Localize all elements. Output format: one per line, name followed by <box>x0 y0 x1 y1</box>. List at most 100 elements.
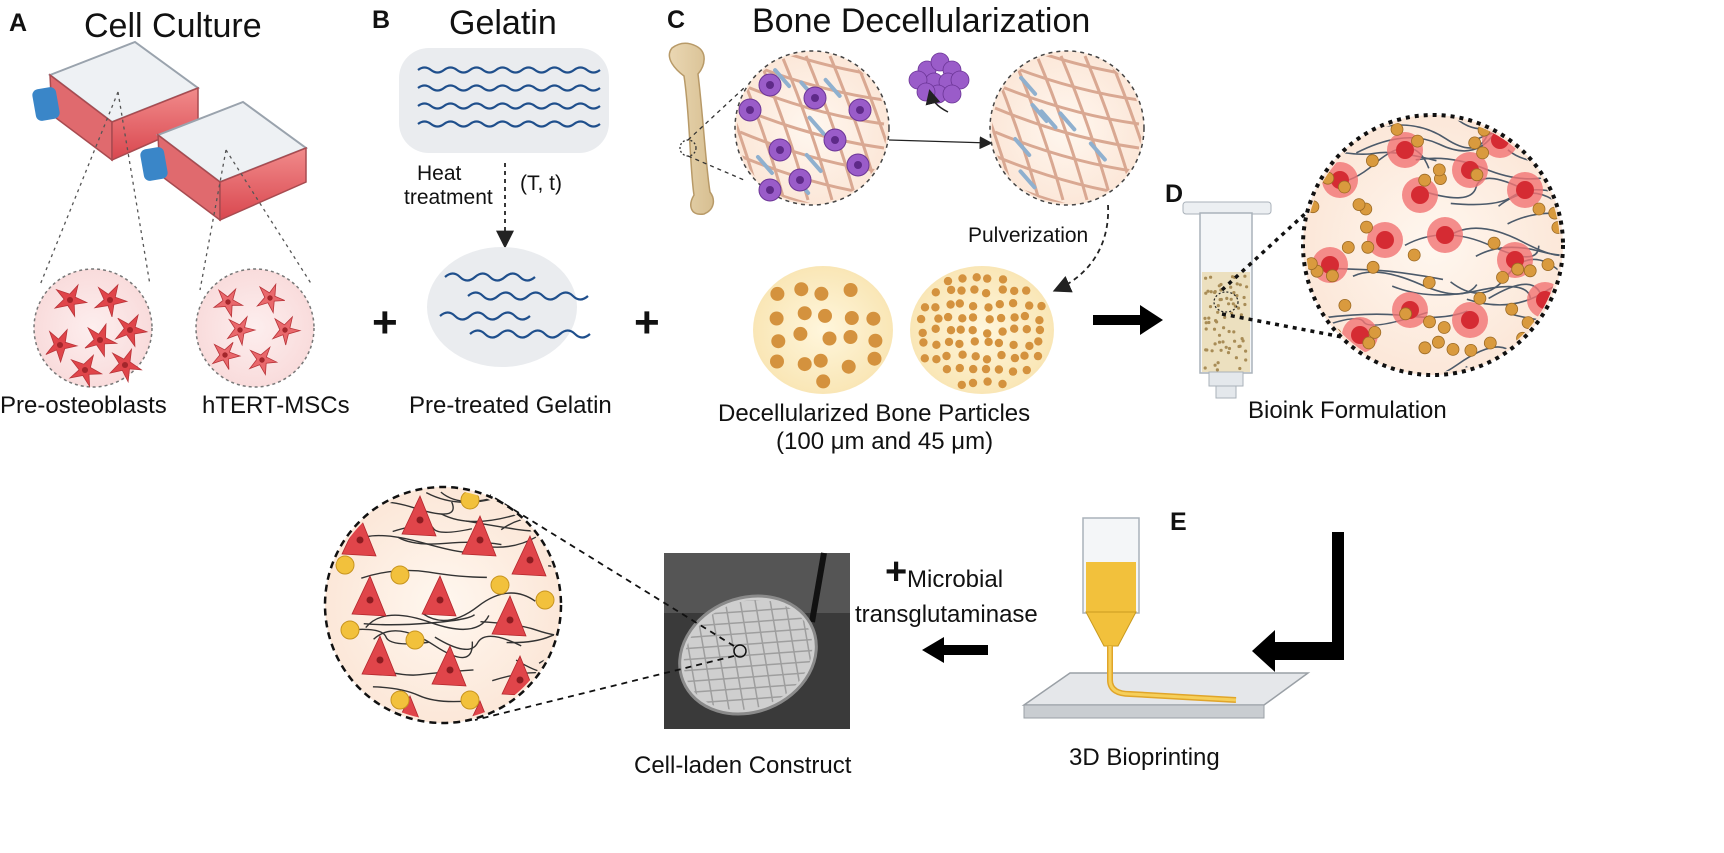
bone-particle <box>1362 241 1374 253</box>
pulverization-label: Pulverization <box>968 224 1088 248</box>
bioink-particle <box>1241 337 1244 340</box>
cell-nucleus <box>1396 141 1414 159</box>
bone-particle <box>947 326 955 334</box>
gelatin-chain <box>483 485 593 494</box>
cell-nucleus <box>477 537 484 544</box>
gelatin-chain <box>554 541 640 556</box>
bone-particle <box>536 591 554 609</box>
bone-particle <box>336 556 354 574</box>
bone-particle <box>1339 299 1351 311</box>
bioink-particle <box>1204 366 1207 369</box>
bone-particle <box>999 275 1007 283</box>
bone-particle <box>1488 237 1500 249</box>
plus-operator-2: + <box>634 298 660 348</box>
bioink-particle <box>1227 302 1230 305</box>
bone-particle <box>958 314 966 322</box>
bioink-particle <box>1215 320 1218 323</box>
heat-label-line1: Heat <box>417 162 461 186</box>
bioink-particle <box>1228 347 1231 350</box>
bioink-particle <box>1209 305 1212 308</box>
bioink-particle <box>1239 283 1242 286</box>
bone-particle <box>868 352 882 366</box>
panel-a-title: Cell Culture <box>84 7 262 46</box>
bioink-particle <box>1243 296 1246 299</box>
bone-particle <box>984 303 992 311</box>
cell-nucleus <box>1436 226 1454 244</box>
bioink-particle <box>1205 327 1208 330</box>
bone-particle <box>1330 340 1342 352</box>
bone-particle <box>996 300 1004 308</box>
bone-cell-nucleus <box>856 106 864 114</box>
bone-particle <box>945 338 953 346</box>
pretreated-gelatin-disc <box>427 247 577 367</box>
bone-particle <box>1424 316 1436 328</box>
heat-label-line2: treatment <box>404 186 493 210</box>
bone-particle <box>921 354 929 362</box>
bone-particle <box>770 312 784 326</box>
arrow-to-construct <box>922 637 988 663</box>
bioink-particle <box>1214 364 1217 367</box>
bone-particle <box>1367 261 1379 273</box>
bone-particle <box>972 352 980 360</box>
osteoblast-cell-nucleus <box>107 297 113 303</box>
bone-particle <box>770 287 784 301</box>
bone-particle <box>1021 312 1029 320</box>
bone-particle <box>958 381 966 389</box>
osteoblast-cell-nucleus <box>122 362 128 368</box>
bone-particle <box>1419 342 1431 354</box>
msc-label: hTERT-MSCs <box>202 392 350 420</box>
bone-particle <box>934 314 942 322</box>
particle-sizes-label: (100 μm and 45 μm) <box>776 428 993 456</box>
bone-particle <box>1438 322 1450 334</box>
bone-particle <box>1023 366 1031 374</box>
bioink-particle <box>1243 275 1246 278</box>
bioprinter-nozzle <box>1024 518 1308 718</box>
bioink-particle <box>1218 341 1221 344</box>
bone-particle <box>932 325 940 333</box>
bone-particle <box>845 311 859 325</box>
construct-photo <box>662 553 850 734</box>
bone-particle <box>1034 352 1042 360</box>
panel-b-title: Gelatin <box>449 4 557 43</box>
bone-particle <box>982 289 990 297</box>
bone-particle <box>917 315 925 323</box>
bone-particle <box>932 355 940 363</box>
bone-particle <box>1391 123 1403 135</box>
decell-arrow <box>889 140 990 143</box>
bone-particle <box>1366 155 1378 167</box>
heat-params: (T, t) <box>520 172 562 196</box>
bioink-particle <box>1213 328 1216 331</box>
bone-particle <box>969 302 977 310</box>
bioink-particle <box>1217 304 1220 307</box>
bone-particle <box>998 327 1006 335</box>
bone-particle <box>1497 271 1509 283</box>
bioprinting-label: 3D Bioprinting <box>1069 744 1220 772</box>
bioink-particle <box>1239 345 1242 348</box>
removed-cell <box>943 85 961 103</box>
bone-particle <box>1010 287 1018 295</box>
bioink-particle <box>1244 358 1247 361</box>
bone-particle <box>969 379 977 387</box>
bone-particle <box>919 338 927 346</box>
bone-particle <box>983 329 991 337</box>
bone-particle <box>770 355 784 369</box>
bone-particle <box>798 306 812 320</box>
bone-particle <box>866 312 880 326</box>
bone-particle <box>932 341 940 349</box>
bioink-particle <box>1211 349 1214 352</box>
cell-nucleus <box>447 667 454 674</box>
osteoblast-cell-nucleus <box>67 297 73 303</box>
cell-nucleus <box>357 537 364 544</box>
bone-particle <box>1338 181 1350 193</box>
bone-particle <box>1326 270 1338 282</box>
osteoblast-cell-nucleus <box>82 367 88 373</box>
bioink-particle <box>1229 286 1232 289</box>
bone-particle <box>814 287 828 301</box>
bone-particle <box>1471 169 1483 181</box>
bioink-particle <box>1238 367 1241 370</box>
cell-nucleus <box>367 597 374 604</box>
bone-particle <box>798 357 812 371</box>
bioink-particle <box>1222 326 1225 329</box>
bioink-particle <box>1207 321 1210 324</box>
bone-particle <box>969 365 977 373</box>
